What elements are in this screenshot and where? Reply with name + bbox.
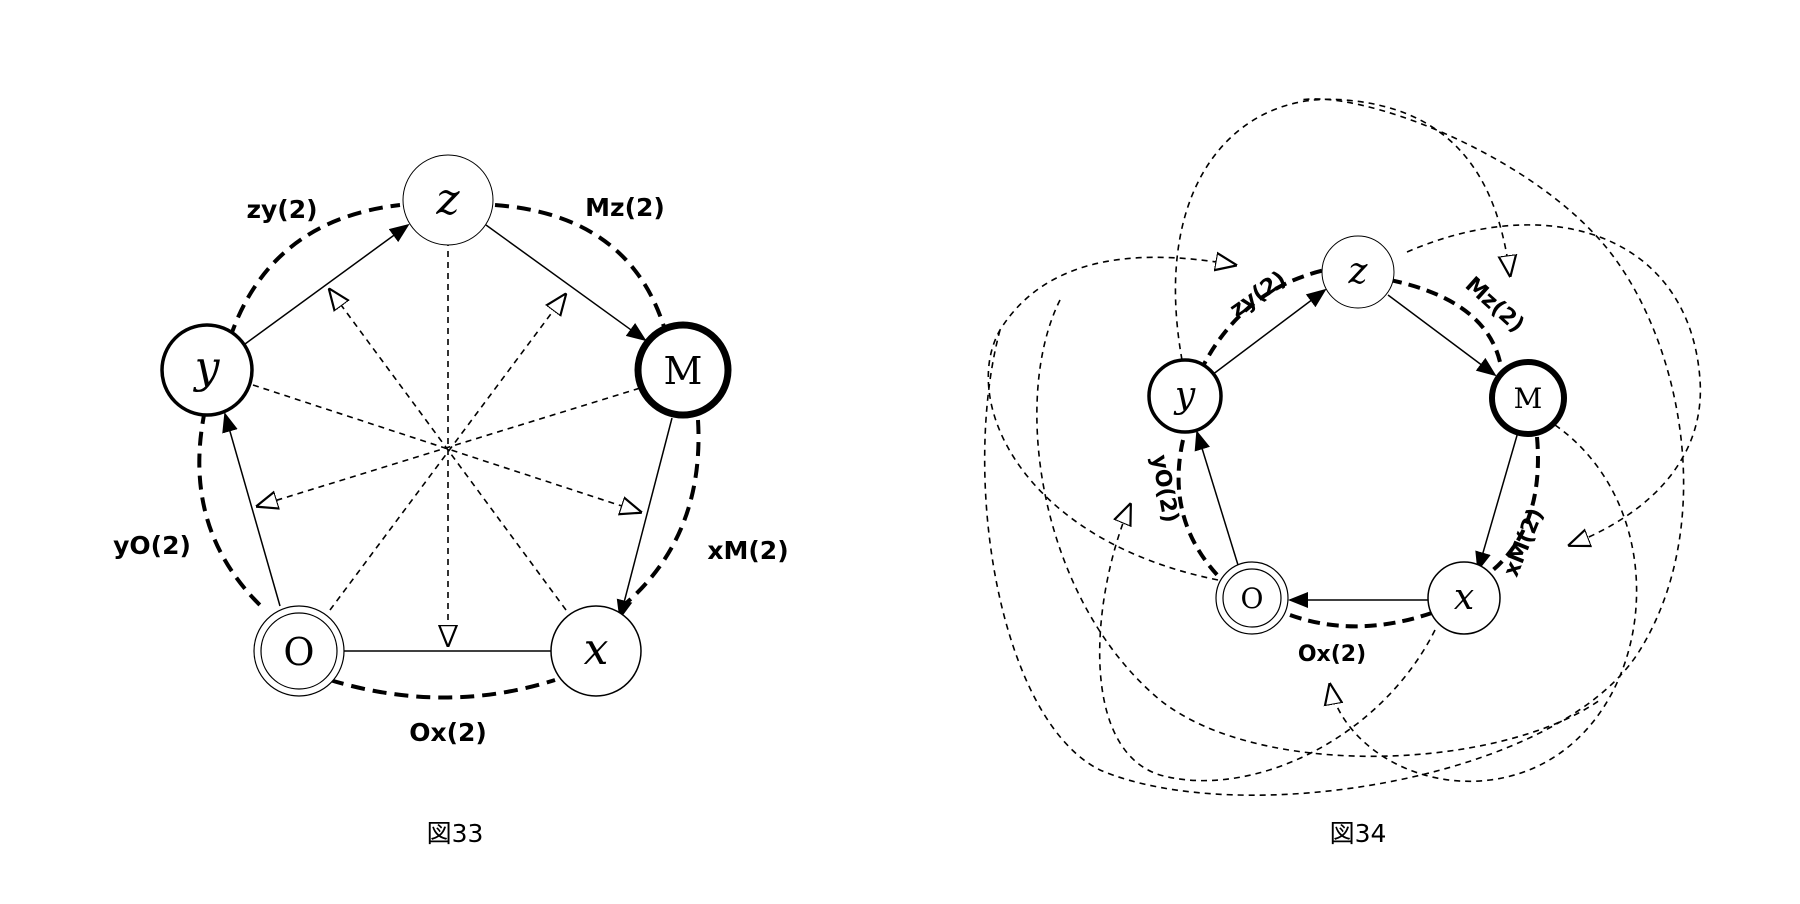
edge-label-xm-2: xM(2) xyxy=(1499,505,1549,581)
loop-z-to-right xyxy=(1406,224,1702,545)
edge-arc-yo xyxy=(197,409,267,612)
figure-34-diagram: z M x O y zy(2) Mz(2) xM(2) Ox(2) yO(2) … xyxy=(983,98,1702,848)
edge-label-zy-2: zy(2) xyxy=(1225,266,1291,322)
edge-label-xm: xM(2) xyxy=(707,536,788,565)
node-z-label: z xyxy=(435,174,460,225)
loop-o-to-upper-left xyxy=(987,257,1235,581)
node-y-2: y xyxy=(1147,358,1223,434)
edge-arc-ox-2 xyxy=(1289,608,1441,629)
edge-y-to-z xyxy=(244,223,410,345)
node-x-2-label: x xyxy=(1454,577,1474,618)
node-y-label: y xyxy=(193,342,221,393)
node-o-2: O xyxy=(1215,561,1289,635)
node-m-2: M xyxy=(1489,359,1567,437)
edge-m-to-x-2 xyxy=(1475,431,1519,572)
edge-z-to-m-2 xyxy=(1387,294,1497,377)
node-y: y xyxy=(160,323,254,417)
edge-arc-yo-2 xyxy=(1176,439,1222,580)
edge-z-to-m xyxy=(485,224,647,342)
node-m: M xyxy=(634,321,732,419)
node-x: x xyxy=(550,605,642,697)
edge-arc-zy-2 xyxy=(1198,268,1326,373)
edge-m-to-x xyxy=(616,417,673,620)
edge-arc-zy xyxy=(228,203,401,339)
edge-label-mz-2: Mz(2) xyxy=(1460,272,1529,338)
figure-33-caption: 図33 xyxy=(427,819,484,848)
edge-arc-ox xyxy=(329,678,556,700)
edge-label-yo-2: yO(2) xyxy=(1146,453,1183,525)
loop-m-to-bottom xyxy=(1330,424,1638,783)
node-o-label: O xyxy=(283,630,314,674)
figure-34-caption: 図34 xyxy=(1330,819,1387,848)
edge-arc-xm-2 xyxy=(1485,436,1540,577)
loop-outer-b xyxy=(1036,299,1601,758)
loop-x-to-left xyxy=(1098,505,1436,782)
node-m-label: M xyxy=(664,349,703,393)
edge-x-to-star-arrow-a xyxy=(330,290,567,611)
edge-label-mz: Mz(2) xyxy=(585,193,665,222)
node-y-2-label: y xyxy=(1173,375,1196,416)
edge-label-ox: Ox(2) xyxy=(409,718,487,747)
figure-33-diagram: z M x O y zy(2) Mz(2) xM(2) Ox(2) yO(2) … xyxy=(113,154,789,848)
edge-label-ox-2: Ox(2) xyxy=(1298,642,1366,667)
edge-label-yo: yO(2) xyxy=(113,531,191,560)
edge-o-to-y-2 xyxy=(1194,430,1239,566)
loop-y-to-top xyxy=(1174,98,1510,361)
node-m-2-label: M xyxy=(1514,382,1543,415)
edge-y-to-z-2 xyxy=(1211,288,1327,376)
node-z-2: z xyxy=(1321,235,1395,309)
node-o-2-label: O xyxy=(1241,582,1264,615)
node-x-2: x xyxy=(1427,561,1501,635)
edge-arc-mz-2 xyxy=(1389,278,1502,363)
node-z: z xyxy=(402,154,494,246)
node-o: O xyxy=(253,605,345,697)
edge-arc-mz xyxy=(494,203,667,331)
node-x-label: x xyxy=(584,624,609,675)
edge-o-to-y xyxy=(222,412,281,607)
edge-m-to-star-arrow-d xyxy=(258,384,651,506)
loop-outer-a xyxy=(983,98,1685,796)
edge-label-zy: zy(2) xyxy=(246,195,317,224)
edge-arc-xm xyxy=(616,419,701,612)
node-z-2-label: z xyxy=(1348,251,1369,292)
